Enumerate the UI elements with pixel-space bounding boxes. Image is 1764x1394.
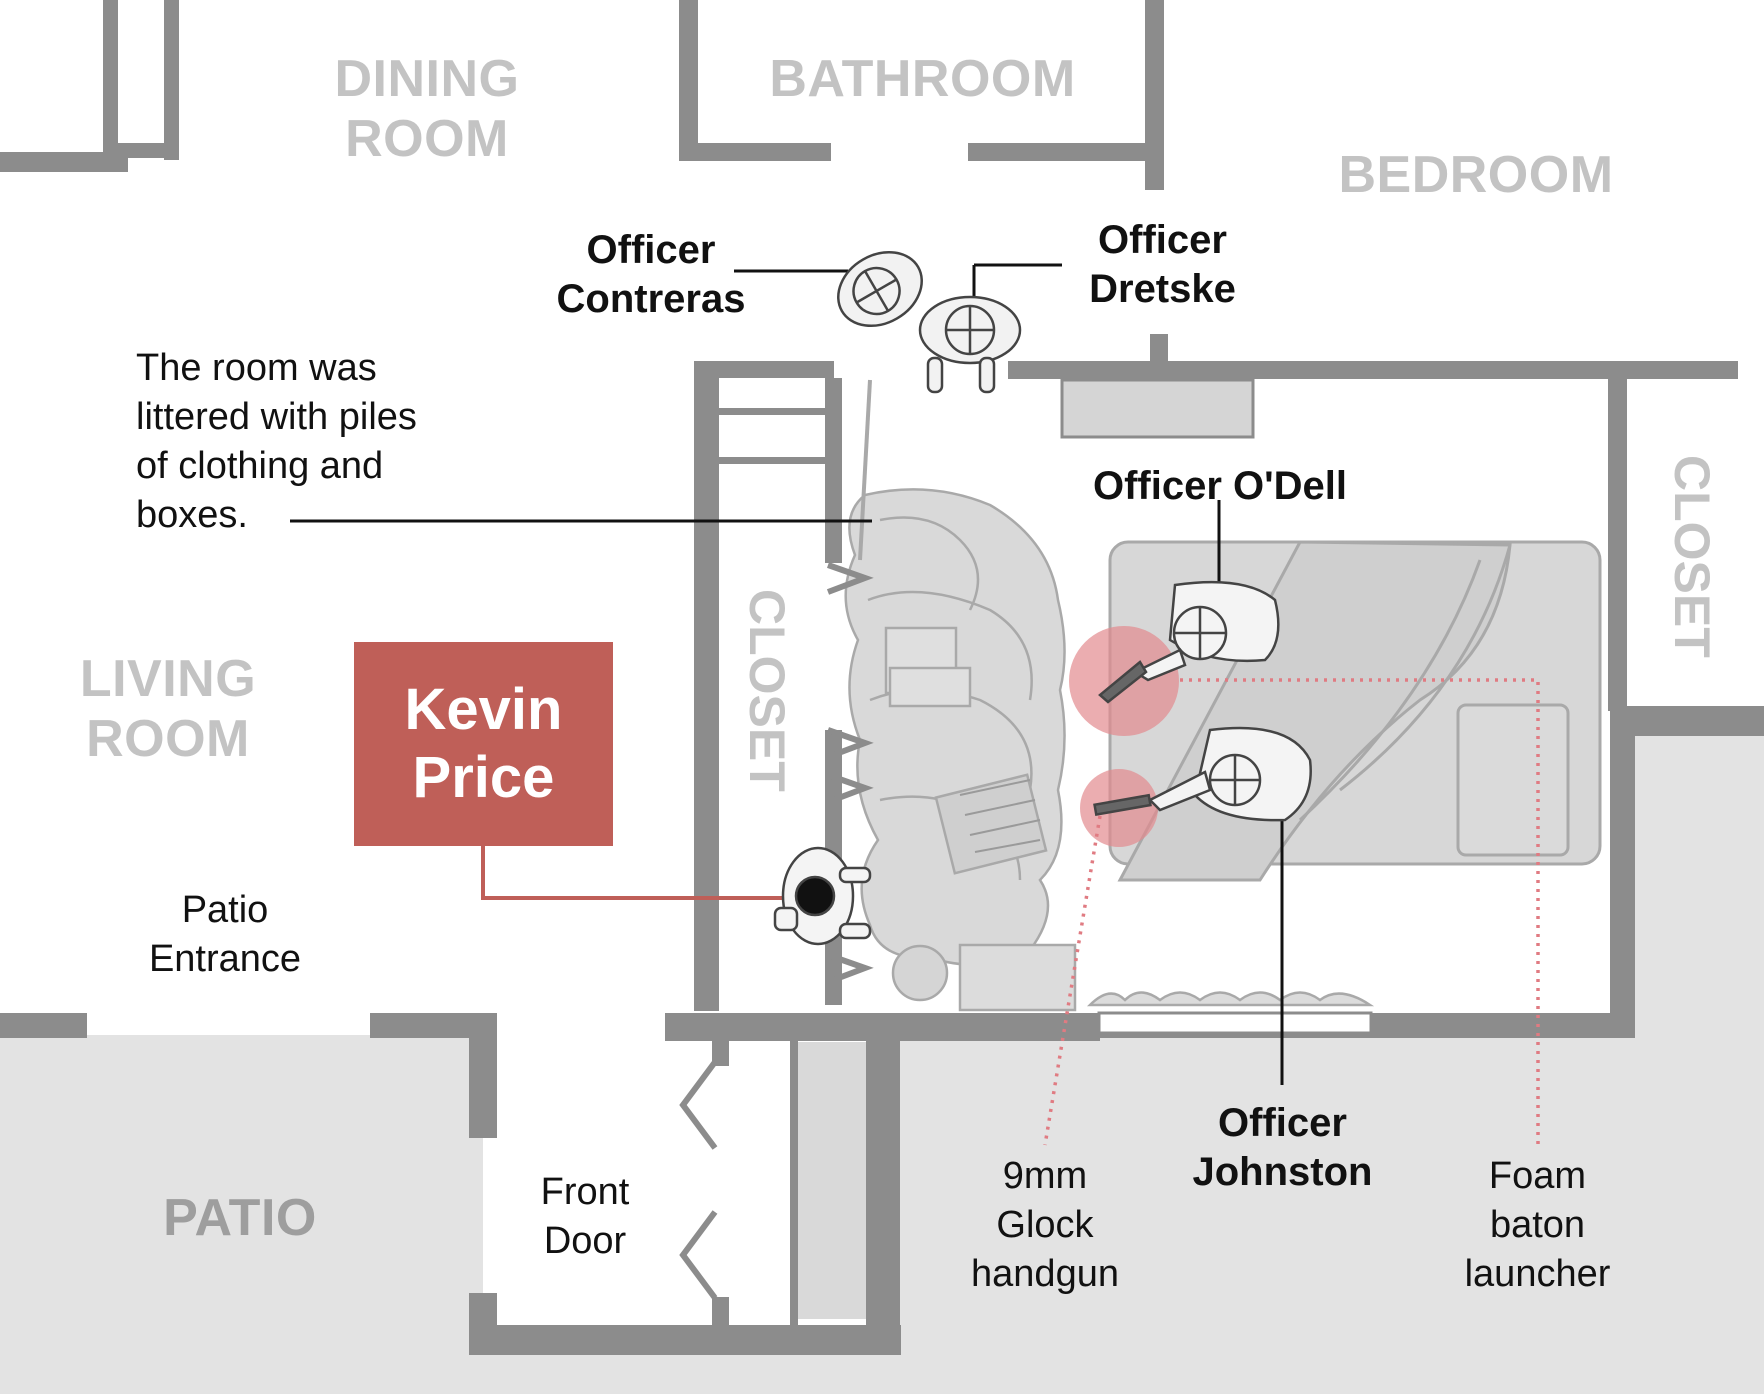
label-kevin-price: Kevin Price [404, 677, 563, 810]
clothing-pile [844, 379, 1375, 1012]
room-label-closet-center: CLOSET [739, 589, 795, 792]
room-label-bathroom: BATHROOM [769, 50, 1076, 108]
room-label-closet-right: CLOSET [1664, 455, 1720, 658]
label-patio-entrance: Patio Entrance [148, 889, 302, 980]
room-label-dining-room: DINING ROOM [334, 50, 520, 168]
room-label-living-room: LIVING ROOM [79, 650, 257, 768]
exterior-area-right [895, 1037, 1764, 1394]
clutter-note: The room was littered with piles of clot… [136, 347, 417, 536]
room-label-patio: PATIO [163, 1189, 317, 1247]
leader-lines [290, 263, 1284, 1085]
label-officer-johnston: Officer Johnston [1192, 1101, 1373, 1194]
front-hall-panel [795, 1042, 867, 1319]
officer-odell-figure [1098, 580, 1280, 704]
label-officer-dretske: Officer Dretske [1089, 218, 1236, 311]
kevin-price-leader [481, 846, 796, 900]
kevin-price-figure [773, 846, 872, 946]
exterior-area-corner [1629, 735, 1764, 1045]
officer-contreras-figure [837, 250, 923, 328]
label-foam-launcher: Foam baton launcher [1464, 1155, 1611, 1295]
label-glock: 9mm Glock handgun [971, 1155, 1119, 1295]
closet-doors [679, 562, 874, 1300]
officer-dretske-figure [918, 295, 1022, 394]
kevin-price-box: Kevin Price [354, 642, 613, 846]
wall-fixture [1060, 378, 1255, 439]
label-front-door: Front Door [540, 1171, 630, 1262]
weapon-leaders [1043, 678, 1540, 1146]
patio-area [0, 1035, 483, 1394]
room-label-bedroom: BEDROOM [1338, 146, 1614, 204]
window [1097, 1011, 1373, 1035]
label-officer-contreras: Officer Contreras [556, 228, 746, 321]
label-officer-odell: Officer O'Dell [1092, 464, 1348, 508]
officer-johnston-figure [1093, 726, 1312, 822]
